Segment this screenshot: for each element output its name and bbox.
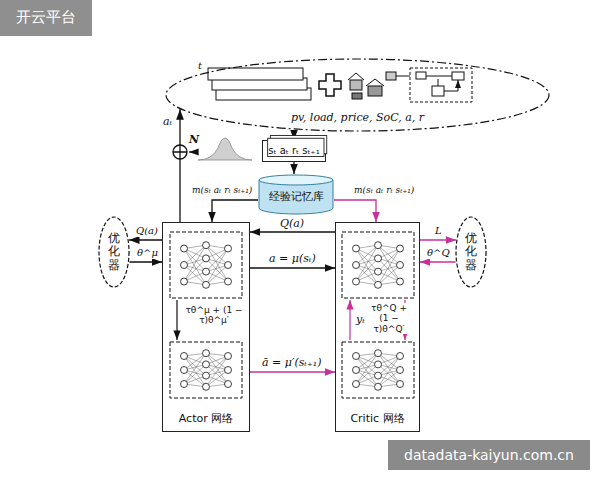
node-label: sₜ aₜ rₜ sₜ₊₁	[268, 145, 319, 157]
stack-sheet	[268, 138, 324, 156]
net-neuron	[225, 245, 232, 252]
net-neuron	[181, 278, 188, 285]
environment: pv, load, price, SoC, a, r	[165, 58, 550, 132]
watermark: datadata-kaiyun.com.cn	[388, 440, 590, 470]
net-neuron	[181, 367, 188, 374]
net-neuron	[397, 367, 404, 374]
edge-label: ā = μ′(sₜ₊₁)	[261, 357, 323, 370]
net-neuron	[203, 255, 210, 262]
connector	[129, 239, 162, 240]
connector	[420, 261, 456, 262]
net-neuron	[353, 381, 360, 388]
net-neuron	[353, 245, 360, 252]
connector	[250, 231, 335, 232]
node-label: 优化器	[465, 232, 477, 272]
node-label: 经验记忆库	[269, 190, 324, 203]
time-label: t	[198, 60, 202, 72]
net-neuron	[375, 268, 382, 275]
net-neuron	[181, 353, 188, 360]
net-neuron	[203, 242, 210, 249]
actor-network: Actor 网络	[162, 222, 250, 432]
connector	[334, 200, 376, 222]
replay-buffer: 经验记忆库	[258, 174, 334, 214]
net-neuron	[353, 367, 360, 374]
cylinder-top	[259, 175, 333, 185]
soft-update-label: τθ^μ + (1 − τ)θ^μ′	[182, 305, 246, 326]
net-neuron	[397, 245, 404, 252]
net-neuron	[225, 381, 232, 388]
net-neuron	[375, 255, 382, 262]
net-neuron	[353, 278, 360, 285]
edge-label: Q(a)	[135, 225, 159, 237]
net-neuron	[203, 361, 210, 368]
net-neuron	[375, 350, 382, 357]
net-neuron	[203, 350, 210, 357]
node-label: Critic 网络	[350, 412, 404, 425]
connector	[250, 267, 335, 268]
net-neuron	[225, 262, 232, 269]
watermark: 开云平台	[0, 0, 92, 36]
edge-label: θ^μ	[136, 247, 159, 259]
network-boxes	[170, 232, 414, 398]
net-neuron	[375, 281, 382, 288]
net-neuron	[375, 372, 382, 379]
net-neuron	[181, 245, 188, 252]
node-label: Actor 网络	[179, 412, 233, 425]
net-neuron	[181, 381, 188, 388]
connector	[212, 200, 258, 222]
net-neuron	[225, 278, 232, 285]
edge-label: a = μ(sₜ)	[268, 253, 317, 266]
optimizer: 优化器	[455, 216, 487, 288]
edge-label: θ^Q	[426, 247, 451, 259]
net-neuron	[375, 383, 382, 390]
net-neuron	[203, 372, 210, 379]
node-label: pv, load, price, SoC, a, r	[291, 111, 424, 124]
edge-label: Q(a)	[279, 218, 305, 231]
net-neuron	[203, 383, 210, 390]
optimizer: 优化器	[98, 216, 130, 288]
env-illustration	[208, 68, 472, 102]
net-neuron	[353, 262, 360, 269]
net-neuron	[397, 381, 404, 388]
connector	[420, 239, 456, 240]
connector	[179, 109, 180, 222]
connector	[250, 371, 335, 372]
net-neuron	[397, 278, 404, 285]
net-neuron	[397, 262, 404, 269]
target-label: yₜ	[356, 314, 365, 327]
net-neuron	[225, 367, 232, 374]
net-neuron	[397, 353, 404, 360]
connector	[129, 261, 162, 262]
net-neuron	[203, 281, 210, 288]
net-neuron	[353, 353, 360, 360]
net-neuron	[203, 268, 210, 275]
node-label: 优化器	[108, 232, 120, 272]
ellipse-outline	[166, 59, 549, 131]
net-neuron	[225, 353, 232, 360]
edge-label: m(sₜ aₜ rₜ sₜ₊₁)	[353, 185, 415, 195]
noise-sum	[170, 142, 190, 162]
soft-update-label: τθ^Q + (1 − τ)θ^Q′	[366, 303, 412, 334]
edge-label: aₜ	[162, 116, 173, 129]
edge-label: m(sₜ aₜ rₜ sₜ₊₁)	[191, 185, 253, 195]
net-neuron	[181, 262, 188, 269]
noise-label: N	[189, 134, 199, 147]
net-neuron	[375, 361, 382, 368]
transition-box: sₜ aₜ rₜ sₜ₊₁	[262, 140, 326, 162]
connector	[293, 162, 294, 174]
ellipse-outline	[456, 217, 486, 287]
ellipse-outline	[99, 217, 129, 287]
edge-label: L	[434, 225, 443, 237]
net-neuron	[375, 242, 382, 249]
